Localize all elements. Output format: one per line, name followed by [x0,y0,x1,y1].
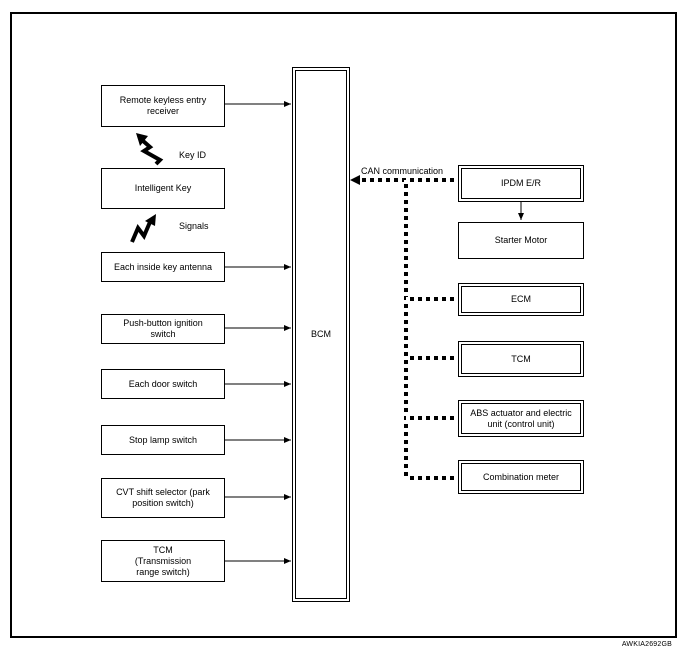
intelligent-key-label: Intelligent Key [134,183,192,193]
cvt-selector-box: CVT shift selector (park position switch… [101,478,225,518]
abs-box: ABS actuator and electric unit (control … [458,400,584,437]
tcm-box: TCM [458,341,584,377]
cvt-selector-label: CVT shift selector (park position switch… [116,487,210,508]
bcm-box: BCM [292,67,350,602]
tcm-label: TCM [511,353,531,364]
bcm-inner: BCM [295,70,347,599]
figure-code: AWKIA2692GB [621,641,672,648]
stop-lamp-label: Stop lamp switch [128,434,198,445]
remote-keyless-label: Remote keyless entry receiver [119,95,207,116]
push-button-box: Push-button ignition switch [101,314,225,344]
inside-antenna-label: Each inside key antenna [113,261,213,272]
intelligent-key-box: Intelligent Key [101,168,225,209]
inside-antenna-box: Each inside key antenna [101,252,225,282]
starter-motor-box: Starter Motor [458,222,584,259]
starter-motor-label: Starter Motor [494,235,548,245]
key-id-arrow-icon [136,133,164,166]
signals-arrow-icon [130,214,156,243]
remote-keyless-box: Remote keyless entry receiver [101,85,225,127]
ecm-box: ECM [458,283,584,316]
door-switch-box: Each door switch [101,369,225,399]
diagram-frame [10,12,677,638]
ipdm-label: IPDM E/R [500,178,541,188]
ecm-label: ECM [511,294,531,304]
tcm-range-box: TCM (Transmission range switch) [101,540,225,582]
tcm-range-label: TCM (Transmission range switch) [134,544,192,577]
push-button-label: Push-button ignition switch [123,318,203,339]
abs-label: ABS actuator and electric unit (control … [470,407,572,429]
combination-meter-box: Combination meter [458,460,584,494]
combination-meter-label: Combination meter [482,471,560,482]
key-id-label: Key ID [179,150,207,160]
signals-label: Signals [179,221,209,231]
can-communication-label: CAN communication [361,166,444,176]
bcm-label: BCM [311,329,331,339]
ipdm-box: IPDM E/R [458,165,584,202]
door-switch-label: Each door switch [128,378,198,389]
can-bus [350,175,458,480]
stop-lamp-box: Stop lamp switch [101,425,225,455]
